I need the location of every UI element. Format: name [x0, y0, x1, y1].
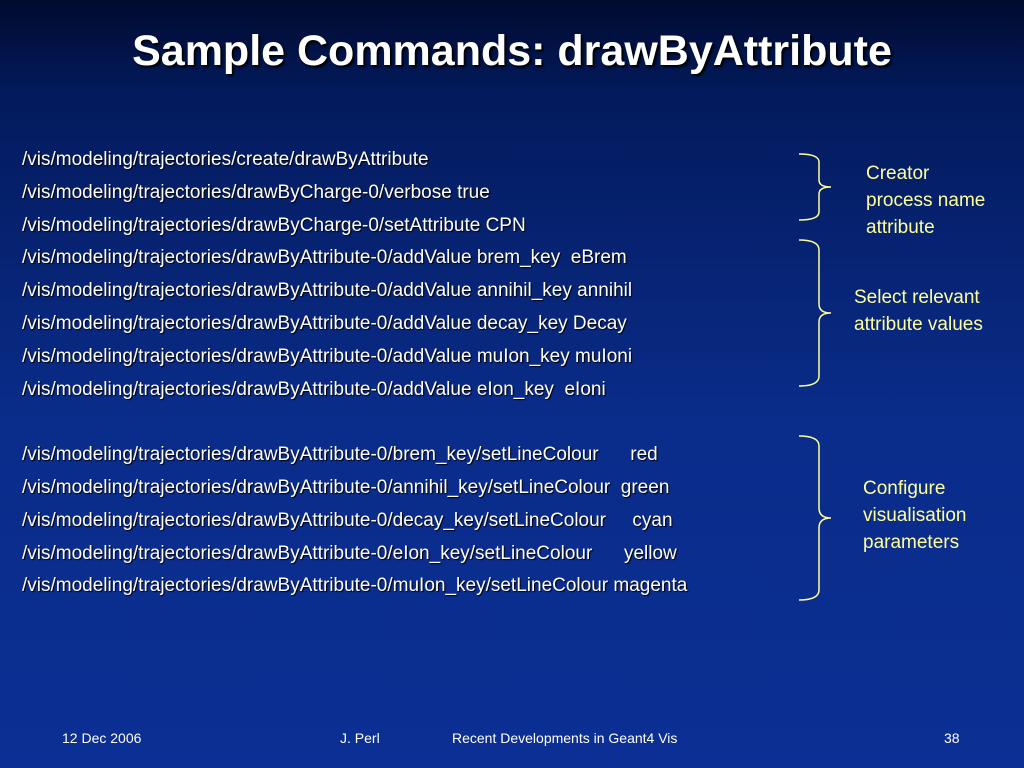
note-line: attribute — [866, 217, 935, 238]
note-configure: Configure visualisation parameters — [863, 475, 967, 556]
note-line: attribute values — [854, 314, 983, 335]
footer-talk-title: Recent Developments in Geant4 Vis — [452, 730, 678, 746]
command-line: /vis/modeling/trajectories/drawByCharge-… — [22, 214, 526, 236]
slide-title: Sample Commands: drawByAttribute — [132, 27, 892, 75]
blank-line — [22, 406, 687, 439]
command-line: /vis/modeling/trajectories/drawByAttribu… — [22, 378, 606, 400]
note-creator: Creator process name attribute — [866, 160, 985, 241]
footer-page-number: 38 — [944, 730, 960, 746]
footer-date: 12 Dec 2006 — [62, 730, 142, 746]
command-line: /vis/modeling/trajectories/drawByAttribu… — [22, 542, 677, 564]
command-line: /vis/modeling/trajectories/drawByAttribu… — [22, 247, 627, 269]
note-select: Select relevant attribute values — [854, 284, 983, 338]
command-line: /vis/modeling/trajectories/drawByCharge-… — [22, 181, 490, 203]
command-line: /vis/modeling/trajectories/create/drawBy… — [22, 149, 429, 170]
command-line: /vis/modeling/trajectories/drawByAttribu… — [22, 476, 670, 498]
brace-select — [798, 239, 832, 387]
note-line: parameters — [863, 532, 960, 553]
note-line: Select relevant — [854, 287, 980, 308]
brace-configure — [798, 435, 832, 601]
command-line: /vis/modeling/trajectories/drawByAttribu… — [22, 280, 633, 302]
footer-author: J. Perl — [340, 730, 380, 746]
brace-creator — [798, 153, 832, 221]
note-line: process name — [866, 190, 986, 211]
command-line: /vis/modeling/trajectories/drawByAttribu… — [22, 509, 673, 531]
command-line: /vis/modeling/trajectories/drawByAttribu… — [22, 575, 688, 597]
note-line: Creator — [866, 163, 930, 184]
command-list: /vis/modeling/trajectories/create/drawBy… — [22, 144, 687, 603]
command-line: /vis/modeling/trajectories/drawByAttribu… — [22, 312, 627, 334]
note-line: visualisation — [863, 505, 967, 526]
command-line: /vis/modeling/trajectories/drawByAttribu… — [22, 345, 633, 367]
command-line: /vis/modeling/trajectories/drawByAttribu… — [22, 444, 658, 466]
note-line: Configure — [863, 478, 946, 499]
